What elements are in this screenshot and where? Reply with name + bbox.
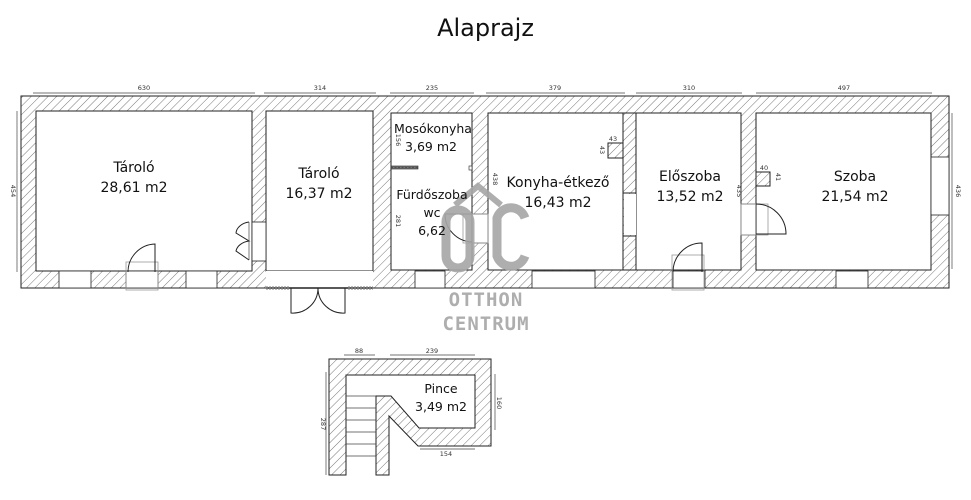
dim-pince-left: 287 (319, 418, 327, 430)
room-name-szoba: Szoba (834, 169, 876, 185)
dim-pince-top-left: 88 (355, 347, 363, 355)
dim-konyha-niche-w: 43 (609, 135, 617, 143)
room-mosokonyha-furdo (390, 112, 473, 271)
watermark: OTTHON CENTRUM (441, 182, 530, 335)
dim-top-5: 310 (683, 84, 695, 92)
room-konyha (487, 112, 624, 271)
room-area-konyha: 16,43 m2 (524, 195, 591, 211)
dim-top-2: 314 (314, 84, 326, 92)
room-name-mosokonyha: Mosókonyha (394, 121, 472, 136)
room-name-furdo: Fürdőszoba (396, 187, 467, 202)
dim-szoba-niche-h: 41 (774, 173, 782, 181)
room-taroló-1 (35, 110, 253, 272)
dim-konyha-niche-h: 43 (598, 146, 606, 154)
room-area-eloszoba: 13,52 m2 (656, 189, 723, 205)
room-szoba (755, 112, 932, 271)
plan-title: Alaprajz (437, 14, 534, 42)
dim-top-3: 235 (426, 84, 438, 92)
room-area-mosokonyha: 3,69 m2 (405, 139, 457, 154)
room-eloszoba (635, 112, 742, 271)
dim-left: 454 (9, 185, 17, 197)
dim-top-6: 497 (838, 84, 850, 92)
dim-mosokonyha: 156 (394, 134, 402, 146)
room-labels: Tároló 28,61 m2 Tároló 16,37 m2 Mosókony… (100, 121, 888, 238)
room-area-taroló-1: 28,61 m2 (100, 180, 167, 196)
room-name-pince: Pince (424, 381, 458, 396)
watermark-line2: CENTRUM (442, 313, 529, 335)
dim-eloszoba-right: 435 (735, 185, 743, 197)
room-area-furdo: 6,62 (418, 223, 446, 238)
main-building (20, 95, 950, 314)
room-name-taroló-2: Tároló (297, 166, 339, 182)
room-area-pince: 3,49 m2 (415, 399, 467, 414)
dim-top-1: 630 (138, 84, 150, 92)
dim-pince-top-right: 239 (426, 347, 438, 355)
dim-right: 436 (954, 185, 962, 197)
dim-furdo: 281 (394, 215, 402, 227)
room-sub-furdo: wc (423, 205, 440, 220)
dim-pince-bottom: 154 (440, 450, 452, 458)
watermark-line1: OTTHON (449, 289, 524, 311)
dim-pince-right: 160 (495, 397, 503, 409)
cellar-plan: 88 239 287 160 154 Pince 3,49 m2 (319, 347, 503, 476)
cellar-stairs (346, 395, 376, 457)
room-taroló-2 (265, 110, 374, 272)
dim-szoba-niche-w: 40 (760, 164, 768, 172)
dimension-lines: 630 314 235 379 310 497 454 436 156 281 … (9, 84, 962, 272)
dim-top-4: 379 (549, 84, 561, 92)
room-area-taroló-2: 16,37 m2 (285, 186, 352, 202)
dim-konyha-left: 438 (491, 173, 499, 185)
cellar-walls (328, 358, 492, 476)
room-name-taroló-1: Tároló (112, 160, 154, 176)
room-name-konyha: Konyha-étkező (507, 175, 610, 191)
room-area-szoba: 21,54 m2 (821, 189, 888, 205)
room-name-eloszoba: Előszoba (659, 169, 721, 185)
